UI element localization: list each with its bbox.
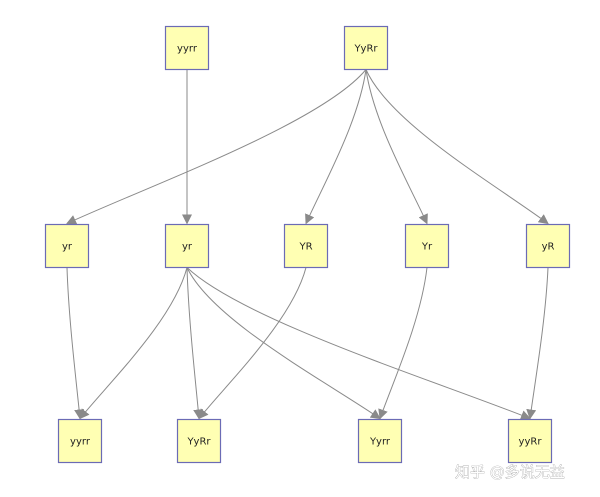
- edge-mid-yr-to-bot-YyRr: [186, 267, 204, 420]
- node-label: yyRr: [519, 437, 543, 448]
- node-mid-yR: yR: [525, 223, 571, 269]
- edge-mid-yr-to-bot-Yyrr: [186, 267, 381, 420]
- node-label: yyrr: [177, 44, 198, 55]
- node-label: yyrr: [70, 437, 91, 448]
- node-box: [57, 418, 103, 464]
- node-mid-yr: yr: [164, 223, 210, 269]
- edge-mid-YR-to-bot-YyRr: [198, 267, 307, 420]
- node-box: [176, 418, 222, 464]
- edge-mid-Yr-to-bot-Yyrr: [378, 267, 428, 420]
- node-box: [507, 418, 553, 464]
- edge-mid-yr-to-bot-yyRr: [186, 267, 531, 420]
- edge-mid-yr-left-to-bot-yyrr: [66, 267, 85, 420]
- node-mid-YR: YR: [283, 223, 329, 269]
- edge-top-YyRr-to-mid-Yr: [365, 69, 428, 225]
- node-label: YR: [298, 242, 312, 253]
- edge-top-YyRr-to-mid-yR: [365, 69, 549, 225]
- node-box: [44, 223, 90, 269]
- node-bot-yyRr: yyRr: [507, 418, 553, 464]
- node-bot-yyrr: yyrr: [57, 418, 103, 464]
- node-box: [343, 25, 389, 71]
- node-box: [357, 418, 403, 464]
- node-box: [525, 223, 571, 269]
- node-label: Yr: [421, 242, 433, 253]
- node-label: yr: [62, 242, 73, 253]
- node-label: yR: [542, 242, 555, 253]
- edge-mid-yr-to-bot-yyrr: [79, 267, 188, 420]
- edge-top-YyRr-to-mid-YR: [305, 69, 367, 225]
- node-label: YyRr: [186, 437, 211, 448]
- node-top-yyrr: yyrr: [164, 25, 210, 71]
- node-top-YyRr: YyRr: [343, 25, 389, 71]
- node-box: [164, 25, 210, 71]
- node-label: Yyrr: [369, 437, 391, 448]
- edge-mid-yR-to-bot-yyRr: [526, 267, 549, 420]
- watermark-text: 知乎 @多说无益: [455, 463, 565, 481]
- edge-top-YyRr-to-mid-yr-left: [66, 69, 367, 225]
- node-label: yr: [182, 242, 193, 253]
- watermark: 知乎 @多说无益: [455, 463, 565, 482]
- node-bot-Yyrr: Yyrr: [357, 418, 403, 464]
- node-bot-YyRr: YyRr: [176, 418, 222, 464]
- node-box: [164, 223, 210, 269]
- node-box: [404, 223, 450, 269]
- node-box: [283, 223, 329, 269]
- node-mid-Yr: Yr: [404, 223, 450, 269]
- node-mid-yr-left: yr: [44, 223, 90, 269]
- node-label: YyRr: [353, 44, 378, 55]
- edges-layer: [66, 69, 549, 420]
